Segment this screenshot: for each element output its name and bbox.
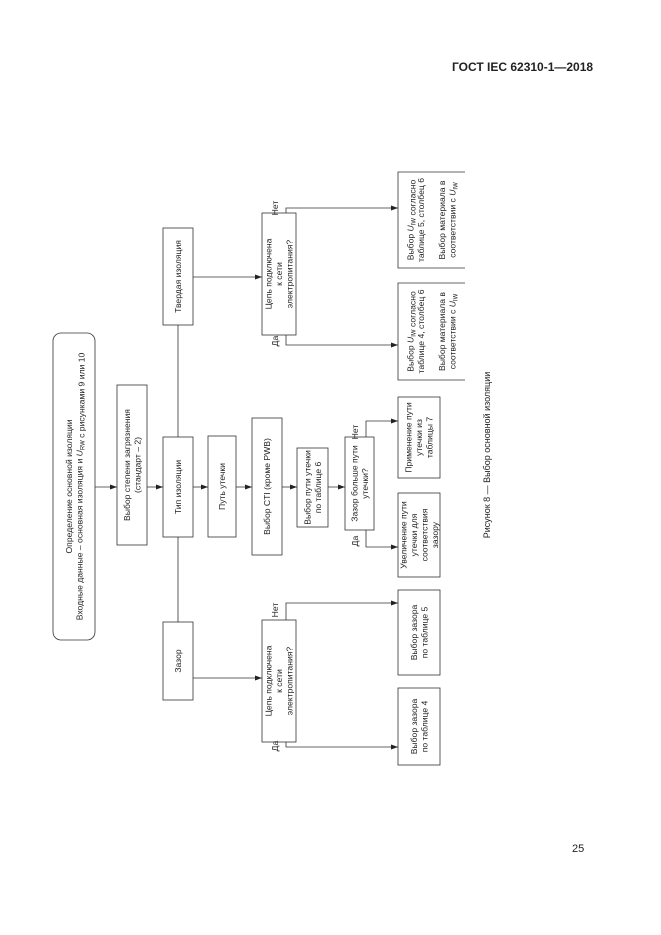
figure-caption: Рисунок 8 — Выбор основной изоляции	[482, 372, 492, 539]
connector	[365, 420, 390, 437]
box-text: Цепь подключенак сетиэлектропитания?	[264, 645, 295, 716]
branch-label-yes: Да	[270, 335, 280, 346]
box-clearance-gt-creepage: Зазор больше путиутечки?	[344, 436, 375, 531]
connector	[285, 335, 390, 346]
box-text: Твердая изоляция	[173, 240, 183, 313]
box-text: Выбор степени загрязнения(стандарт – 2)	[122, 409, 143, 521]
branch-label-yes: Да	[350, 535, 360, 546]
box-creepage: Путь утечки	[207, 435, 237, 538]
box-increase-creepage: Увеличение путиутечки длясоответствиязаз…	[397, 492, 441, 578]
box-clearance-table5: Выбор зазорапо таблице 5	[397, 589, 441, 676]
box-text: Увеличение путиутечки длясоответствиязаз…	[398, 501, 440, 569]
box-insulation-type: Тип изоляции	[162, 436, 194, 538]
box-text: Применение путиутечки изтаблицы 7	[404, 402, 435, 473]
box-text: Выбор пути утечкипо таблице 6	[302, 450, 323, 525]
document-code: ГОСТ IEC 62310-1—2018	[452, 60, 594, 74]
box-clearance-table4: Выбор зазорапо таблице 4	[397, 687, 441, 766]
box-text: Выбор зазорапо таблице 4	[409, 698, 430, 754]
box-apply-table7: Применение путиутечки изтаблицы 7	[397, 396, 441, 479]
arrow-head-icon	[201, 484, 208, 490]
box-text: Определение основной изоляцииВходные дан…	[64, 352, 87, 620]
box-text: Тип изоляции	[173, 460, 183, 514]
box-pollution: Выбор степени загрязнения(стандарт – 2)	[116, 384, 148, 546]
box-clearance: Зазор	[162, 621, 194, 701]
arrow-head-icon	[255, 675, 262, 681]
box-cti: Выбор CTI (кроме PWB)	[251, 417, 283, 556]
arrow-head-icon	[391, 744, 398, 750]
box-solid: Твердая изоляция	[162, 227, 194, 326]
box-text: Зазор	[173, 649, 183, 672]
arrow-head-icon	[255, 274, 262, 280]
arrow-head-icon	[391, 342, 398, 348]
arrow-head-icon	[391, 600, 398, 606]
page-number: 25	[572, 843, 585, 855]
arrow-head-icon	[110, 484, 117, 490]
branch-label-no: Нет	[270, 603, 280, 618]
box-mains-clearance: Цепь подключенак сетиэлектропитания?	[261, 619, 297, 743]
branch-label-yes: Да	[270, 740, 280, 751]
box-text: Выбор CTI (кроме PWB)	[262, 438, 272, 535]
arrow-head-icon	[391, 544, 398, 550]
arrow-head-icon	[338, 484, 345, 490]
arrow-head-icon	[391, 205, 398, 211]
branch-label-no: Нет	[350, 425, 360, 440]
connector	[365, 530, 390, 548]
box-creepage-table6: Выбор пути утечкипо таблице 6	[296, 447, 329, 528]
connector	[285, 602, 390, 620]
box-text: Путь утечки	[217, 463, 227, 510]
connector	[285, 742, 390, 748]
box-text: Цепь подключенак сетиэлектропитания?	[264, 238, 295, 309]
arrow-head-icon	[391, 418, 398, 424]
box-mains-solid: Цепь подключенак сетиэлектропитания?	[261, 212, 297, 336]
branch-label-no: Нет	[270, 201, 280, 216]
box-text: Выбор зазорапо таблице 5	[409, 604, 430, 660]
arrow-head-icon	[156, 484, 163, 490]
box-text: Зазор больше путиутечки?	[349, 445, 370, 522]
arrow-head-icon	[245, 484, 252, 490]
connector	[285, 207, 390, 213]
arrow-head-icon	[290, 484, 297, 490]
box-start: Определение основной изоляцииВходные дан…	[52, 332, 96, 641]
